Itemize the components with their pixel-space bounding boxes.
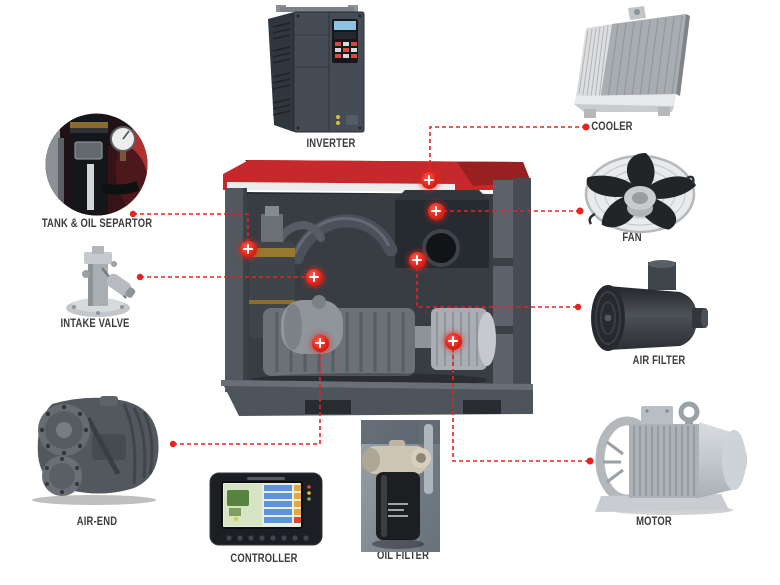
inverter-image [266,5,368,137]
plus-marker-air-filter [408,251,426,269]
air-filter-image [584,260,708,355]
label-intake-valve: INTAKE VALVE [60,318,130,330]
motor-image [593,398,753,518]
plus-marker-motor [444,332,462,350]
label-inverter: INVERTER [306,138,356,150]
controller-image [209,472,323,550]
cooler-image [570,6,692,120]
tank-oil-separator-image [44,112,149,217]
intake-valve-image [58,244,142,322]
plus-marker-cooler [420,171,438,189]
label-cooler: COOLER [591,121,633,133]
callout-dot [169,440,177,448]
label-oil-filter: OIL FILTER [376,550,430,562]
label-controller: CONTROLLER [230,553,298,565]
label-air-filter: AIR FILTER [632,355,686,367]
label-air-end: AIR-END [76,516,118,528]
oil-filter-image [361,420,440,552]
plus-marker-tank-oil-separator [239,240,257,258]
plus-marker-air-end [311,334,329,352]
label-fan: FAN [622,232,642,244]
compressor-machine-image [219,150,535,418]
callout-dot [574,303,582,311]
label-tank-oil-separator: TANK & OIL SEPARTOR [41,218,153,230]
label-motor: MOTOR [636,516,672,528]
plus-marker-intake-valve [305,268,323,286]
fan-image [583,152,699,238]
air-end-image [22,390,168,506]
plus-marker-fan [427,202,445,220]
